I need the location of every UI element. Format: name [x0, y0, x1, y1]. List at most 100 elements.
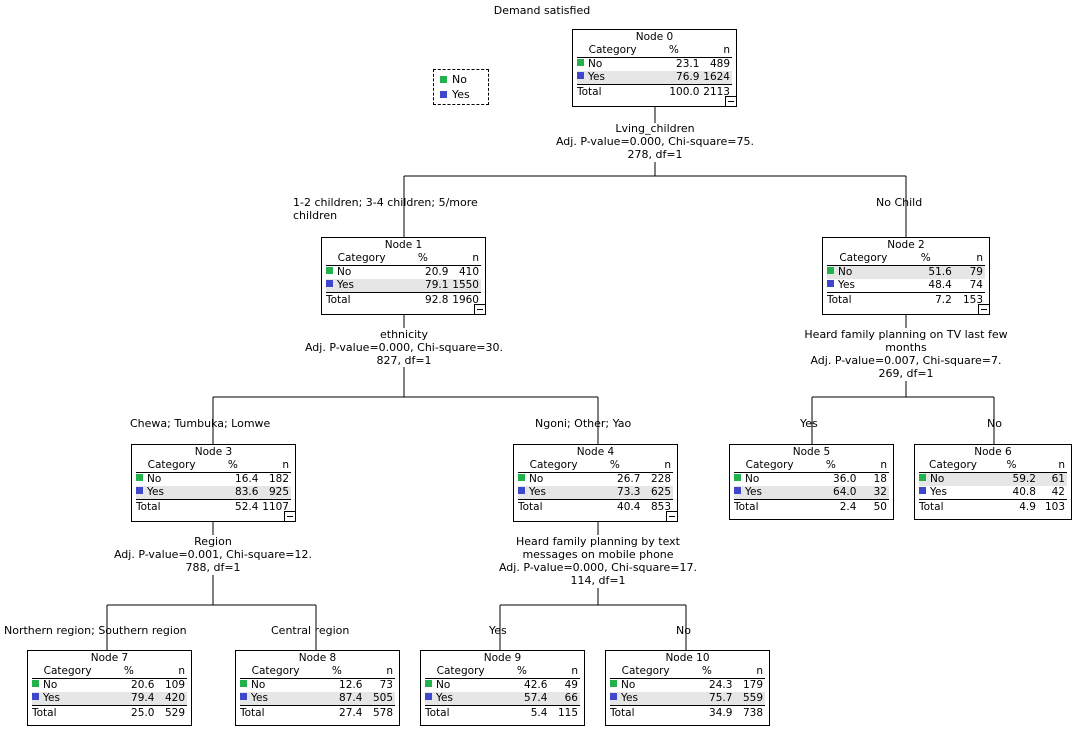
total-label: Total — [577, 84, 649, 99]
header-n: n — [640, 459, 673, 473]
count-value: 489 — [709, 58, 730, 70]
branch-line: No — [676, 624, 691, 637]
split-line: 827, df=1 — [376, 354, 432, 367]
header-row: Category%n — [136, 459, 291, 473]
category-label: No — [337, 266, 352, 278]
header-category: Category — [326, 252, 398, 266]
category-label: Yes — [43, 692, 60, 704]
header-category: Category — [32, 665, 104, 679]
branch-label: Chewa; Tumbuka; Lomwe — [130, 417, 270, 430]
category-cell: Yes — [32, 692, 104, 706]
category-cell: Yes — [919, 486, 987, 500]
total-count: 578 — [362, 705, 395, 720]
collapse-icon[interactable] — [284, 511, 296, 522]
header-category: Category — [518, 459, 590, 473]
header-n: n — [732, 665, 765, 679]
count-value: 410 — [458, 266, 479, 278]
branch-line: Chewa; Tumbuka; Lomwe — [130, 417, 271, 430]
split-line: Lving_children — [615, 122, 695, 135]
category-cell: No — [827, 265, 900, 279]
node-title: Node 0 — [635, 31, 674, 43]
total-label: Total — [32, 705, 104, 720]
header-percent: % — [987, 459, 1036, 473]
header-percent: % — [207, 459, 259, 473]
branch-line: Yes — [800, 417, 818, 430]
yes-color-swatch — [518, 487, 525, 494]
total-percent: 34.9 — [681, 705, 733, 720]
header-n: n — [154, 665, 187, 679]
header-percent: % — [103, 665, 155, 679]
header-row: Category%n — [326, 252, 481, 266]
percent-value: 23.1 — [676, 58, 700, 70]
category-cell: Yes — [136, 486, 208, 500]
count-value: 1550 — [448, 279, 481, 293]
yes-color-swatch — [425, 693, 432, 700]
header-percent: % — [805, 459, 857, 473]
yes-color-swatch — [919, 487, 926, 494]
percent-value: 36.0 — [833, 473, 857, 485]
collapse-icon[interactable] — [725, 96, 737, 107]
category-label: No — [621, 679, 636, 691]
node-title: Node 8 — [298, 652, 337, 664]
category-label: No — [436, 679, 451, 691]
category-label: Yes — [529, 486, 546, 498]
percent-value: 79.4 — [103, 692, 155, 706]
collapse-icon[interactable] — [978, 304, 990, 315]
category-cell: No — [577, 58, 648, 72]
count-value: 74 — [969, 279, 983, 291]
category-label: Yes — [147, 486, 164, 498]
branch-line: No — [987, 417, 1002, 430]
category-cell: No — [610, 679, 681, 693]
category-label: No — [588, 58, 603, 70]
collapse-icon[interactable] — [666, 511, 678, 522]
total-count: 103 — [1035, 499, 1067, 514]
split-line: months — [885, 341, 927, 354]
category-label: Yes — [588, 71, 605, 83]
header-row: Category%n — [827, 252, 985, 266]
count-value: 73 — [379, 679, 393, 691]
yes-color-swatch — [440, 91, 447, 98]
category-cell: Yes — [425, 692, 497, 706]
count-value: 61 — [1035, 472, 1067, 486]
branch-line: No Child — [876, 196, 923, 209]
total-percent: 100.0 — [648, 84, 700, 99]
count-value: 32 — [856, 486, 889, 500]
split-line: Region — [194, 535, 232, 548]
category-label: Yes — [621, 692, 638, 704]
collapse-icon[interactable] — [474, 304, 486, 315]
percent-value: 24.3 — [709, 679, 733, 691]
split-line: Heard family planning on TV last few — [804, 328, 1008, 341]
category-cell: No — [518, 473, 589, 487]
no-color-swatch — [240, 680, 247, 687]
category-label: Yes — [745, 486, 762, 498]
total-label: Total — [326, 292, 398, 307]
percent-value: 51.6 — [899, 265, 952, 279]
node-title: Node 10 — [665, 652, 710, 664]
branch-line: 1-2 children; 3-4 children; 5/more — [293, 196, 478, 209]
category-label: No — [930, 473, 945, 485]
total-percent: 52.4 — [207, 499, 259, 514]
header-n: n — [362, 665, 395, 679]
